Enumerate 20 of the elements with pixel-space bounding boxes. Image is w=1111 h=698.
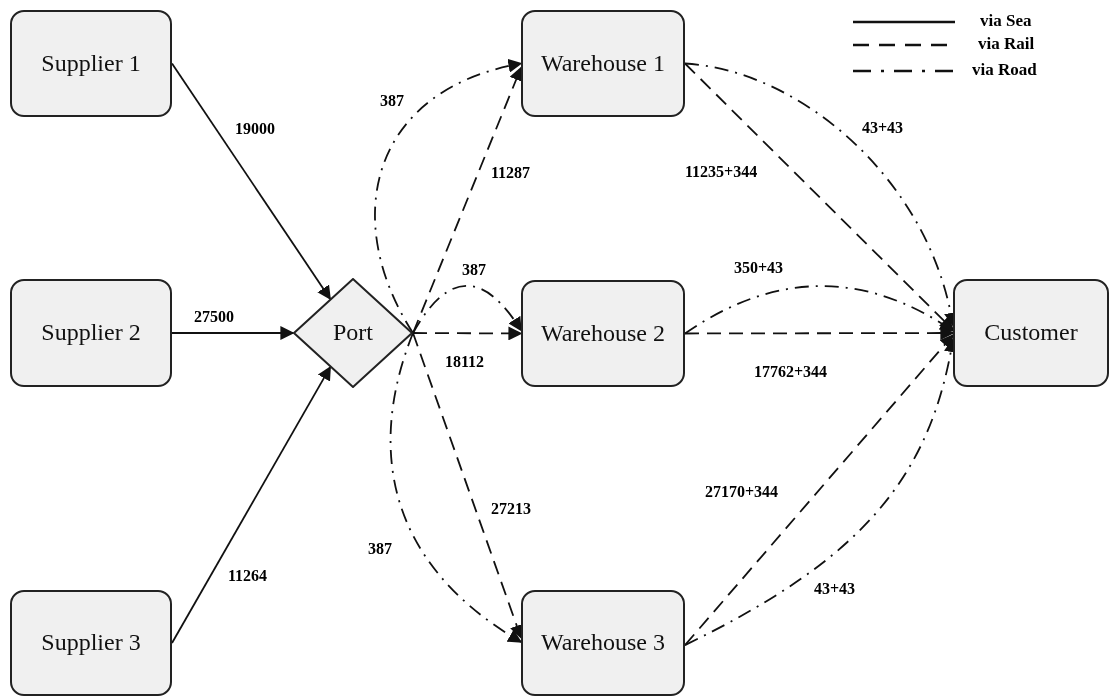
arrow: [171, 326, 295, 340]
decision-diamond: Port: [293, 278, 413, 388]
arrow: [389, 332, 523, 643]
process-box: Supplier 1: [10, 10, 172, 117]
legend-label: via Rail: [978, 35, 1035, 54]
process-box: Supplier 2: [10, 279, 172, 387]
legend-label: via Sea: [980, 12, 1032, 31]
process-box: Customer: [953, 279, 1109, 387]
arrow: [171, 62, 332, 301]
process-box: Warehouse 1: [521, 10, 685, 117]
arrow: [171, 365, 332, 644]
arrow: [412, 326, 523, 341]
arrow: [684, 285, 955, 335]
process-box: Warehouse 2: [521, 280, 685, 387]
arrow: [684, 326, 955, 340]
legend-label: via Road: [972, 61, 1037, 80]
arrow: [412, 284, 522, 334]
process-box: Warehouse 3: [521, 590, 685, 696]
process-box: Supplier 3: [10, 590, 172, 696]
arrow: [374, 59, 523, 334]
